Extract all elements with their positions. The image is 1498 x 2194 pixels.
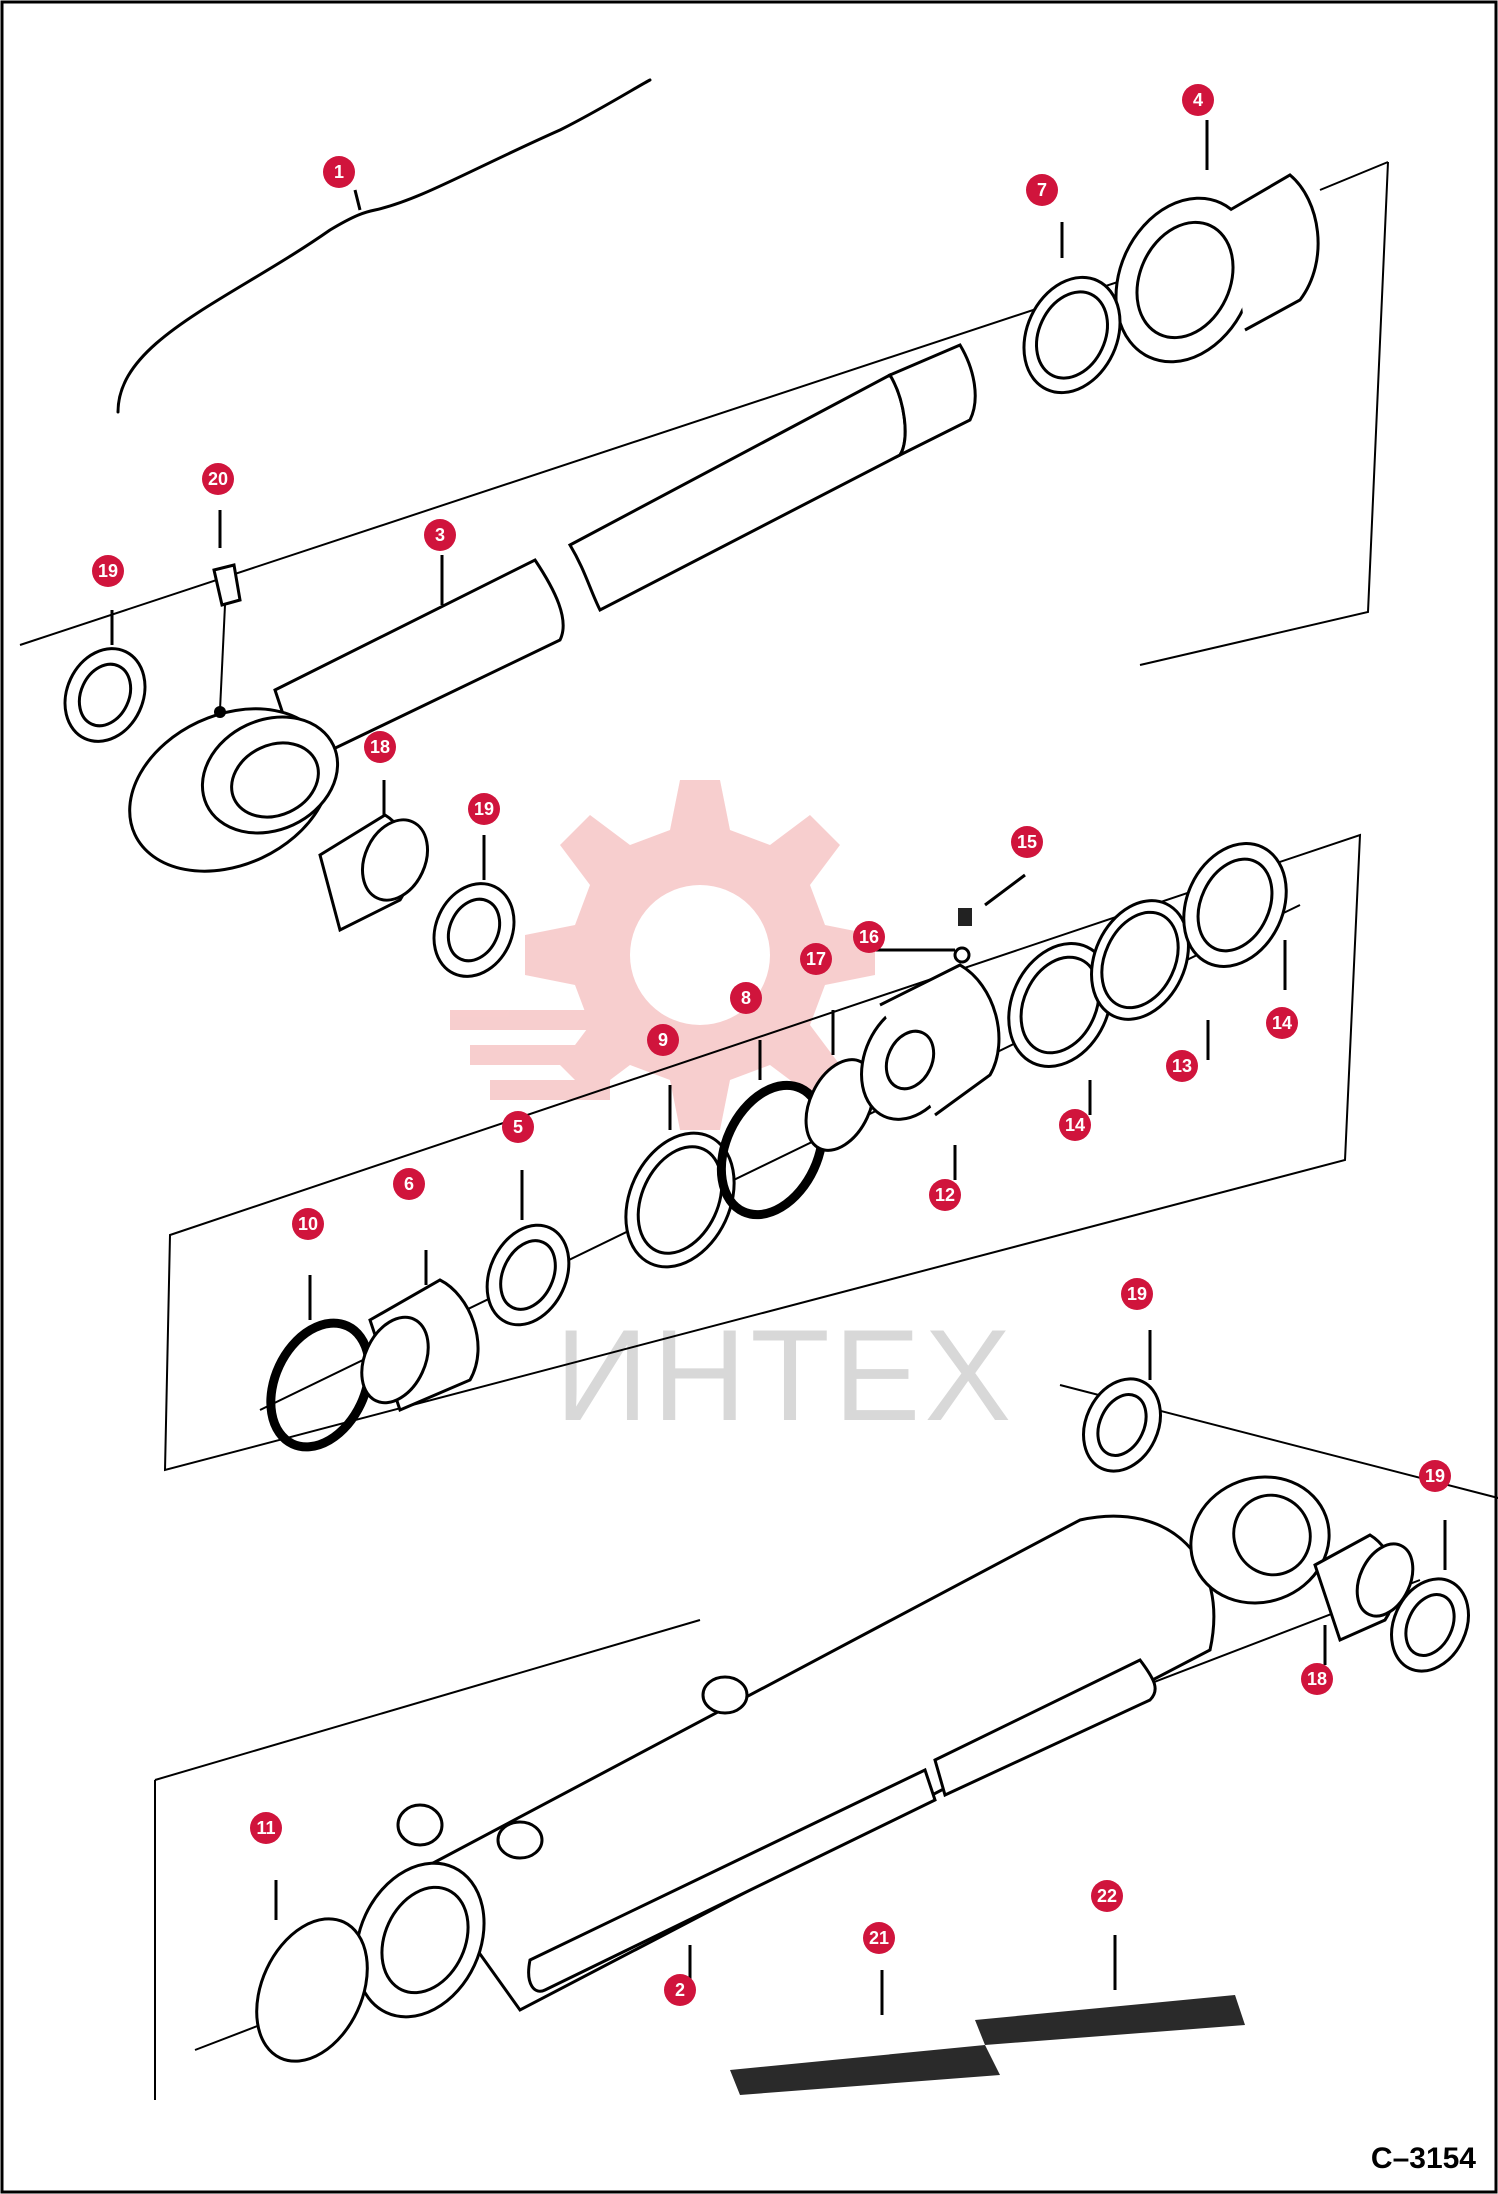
svg-text:3: 3 <box>435 525 445 545</box>
callout-15: 15 <box>1011 826 1043 858</box>
set-screw-shape <box>958 908 972 926</box>
rod-upper <box>567 373 907 613</box>
svg-text:14: 14 <box>1272 1013 1292 1033</box>
svg-text:21: 21 <box>869 1928 889 1948</box>
ball-shape <box>953 946 971 964</box>
svg-text:2: 2 <box>675 1980 685 2000</box>
port <box>701 1675 749 1715</box>
callout-2: 2 <box>664 1974 696 2006</box>
decal-shape <box>730 2045 1000 2095</box>
figure-id: C–3154 <box>1370 2142 1476 2175</box>
svg-text:9: 9 <box>658 1030 668 1050</box>
callout-12: 12 <box>929 1179 961 1211</box>
callout-16: 16 <box>853 921 885 953</box>
svg-text:17: 17 <box>806 949 826 969</box>
callout-7: 7 <box>1026 174 1058 206</box>
callout-3: 3 <box>424 519 456 551</box>
tube-body <box>417 1514 1216 2012</box>
callout-14b: 14 <box>1266 1007 1298 1039</box>
callout-10: 10 <box>292 1208 324 1240</box>
callout-18b: 18 <box>1301 1663 1333 1695</box>
watermark-text: ИНТЕХ <box>555 1302 1015 1448</box>
callout-9: 9 <box>647 1024 679 1056</box>
callout-5: 5 <box>502 1111 534 1143</box>
grease-fitting-shape <box>212 563 242 607</box>
svg-text:6: 6 <box>404 1174 414 1194</box>
rod-lower <box>273 558 565 768</box>
leader-lines <box>110 120 1447 2015</box>
callout-14a: 14 <box>1059 1109 1091 1141</box>
svg-text:18: 18 <box>1307 1669 1327 1689</box>
callout-22: 22 <box>1091 1880 1123 1912</box>
svg-text:14: 14 <box>1065 1115 1085 1135</box>
callouts: 1 2 3 4 5 6 7 8 9 10 11 12 13 14 14 15 1… <box>92 84 1451 2006</box>
tube-assembly <box>154 1377 1498 2100</box>
callout-11: 11 <box>250 1812 282 1844</box>
callout-19b: 19 <box>468 793 500 825</box>
o-ring-shape <box>716 1080 828 1220</box>
callout-8: 8 <box>730 982 762 1014</box>
svg-text:8: 8 <box>741 988 751 1008</box>
callout-19a: 19 <box>92 555 124 587</box>
tube-boundary <box>154 1619 701 1781</box>
callout-19d: 19 <box>1419 1460 1451 1492</box>
svg-text:4: 4 <box>1193 90 1203 110</box>
external-line <box>527 1767 937 1993</box>
svg-text:19: 19 <box>474 799 494 819</box>
svg-text:1: 1 <box>334 162 344 182</box>
callout-18a: 18 <box>364 731 396 763</box>
decal-shape <box>975 1995 1245 2045</box>
svg-text:7: 7 <box>1037 180 1047 200</box>
svg-text:5: 5 <box>513 1117 523 1137</box>
svg-text:20: 20 <box>208 469 228 489</box>
callout-4: 4 <box>1182 84 1214 116</box>
callout-13: 13 <box>1166 1050 1198 1082</box>
svg-text:10: 10 <box>298 1214 318 1234</box>
svg-text:12: 12 <box>935 1185 955 1205</box>
assembly-bracket <box>116 78 652 414</box>
svg-text:18: 18 <box>370 737 390 757</box>
piston-parts <box>163 833 1362 1472</box>
svg-text:16: 16 <box>859 927 879 947</box>
callout-20: 20 <box>202 463 234 495</box>
callout-17: 17 <box>800 943 832 975</box>
rod-thread <box>887 343 977 459</box>
svg-text:19: 19 <box>98 561 118 581</box>
o-ring-shape <box>804 1058 876 1152</box>
svg-text:15: 15 <box>1017 832 1037 852</box>
svg-text:22: 22 <box>1097 1886 1117 1906</box>
o-ring-shape <box>266 1318 374 1452</box>
port <box>496 1820 544 1860</box>
callout-1: 1 <box>323 156 355 188</box>
callout-19c: 19 <box>1121 1278 1153 1310</box>
rod-assembly <box>19 78 1389 978</box>
callout-6: 6 <box>393 1168 425 1200</box>
assembly-boundary <box>1139 161 1389 666</box>
svg-text:19: 19 <box>1425 1466 1445 1486</box>
callout-21: 21 <box>863 1922 895 1954</box>
svg-text:13: 13 <box>1172 1056 1192 1076</box>
o-ring-shape <box>255 1917 369 2063</box>
svg-text:19: 19 <box>1127 1284 1147 1304</box>
svg-text:11: 11 <box>256 1818 275 1838</box>
